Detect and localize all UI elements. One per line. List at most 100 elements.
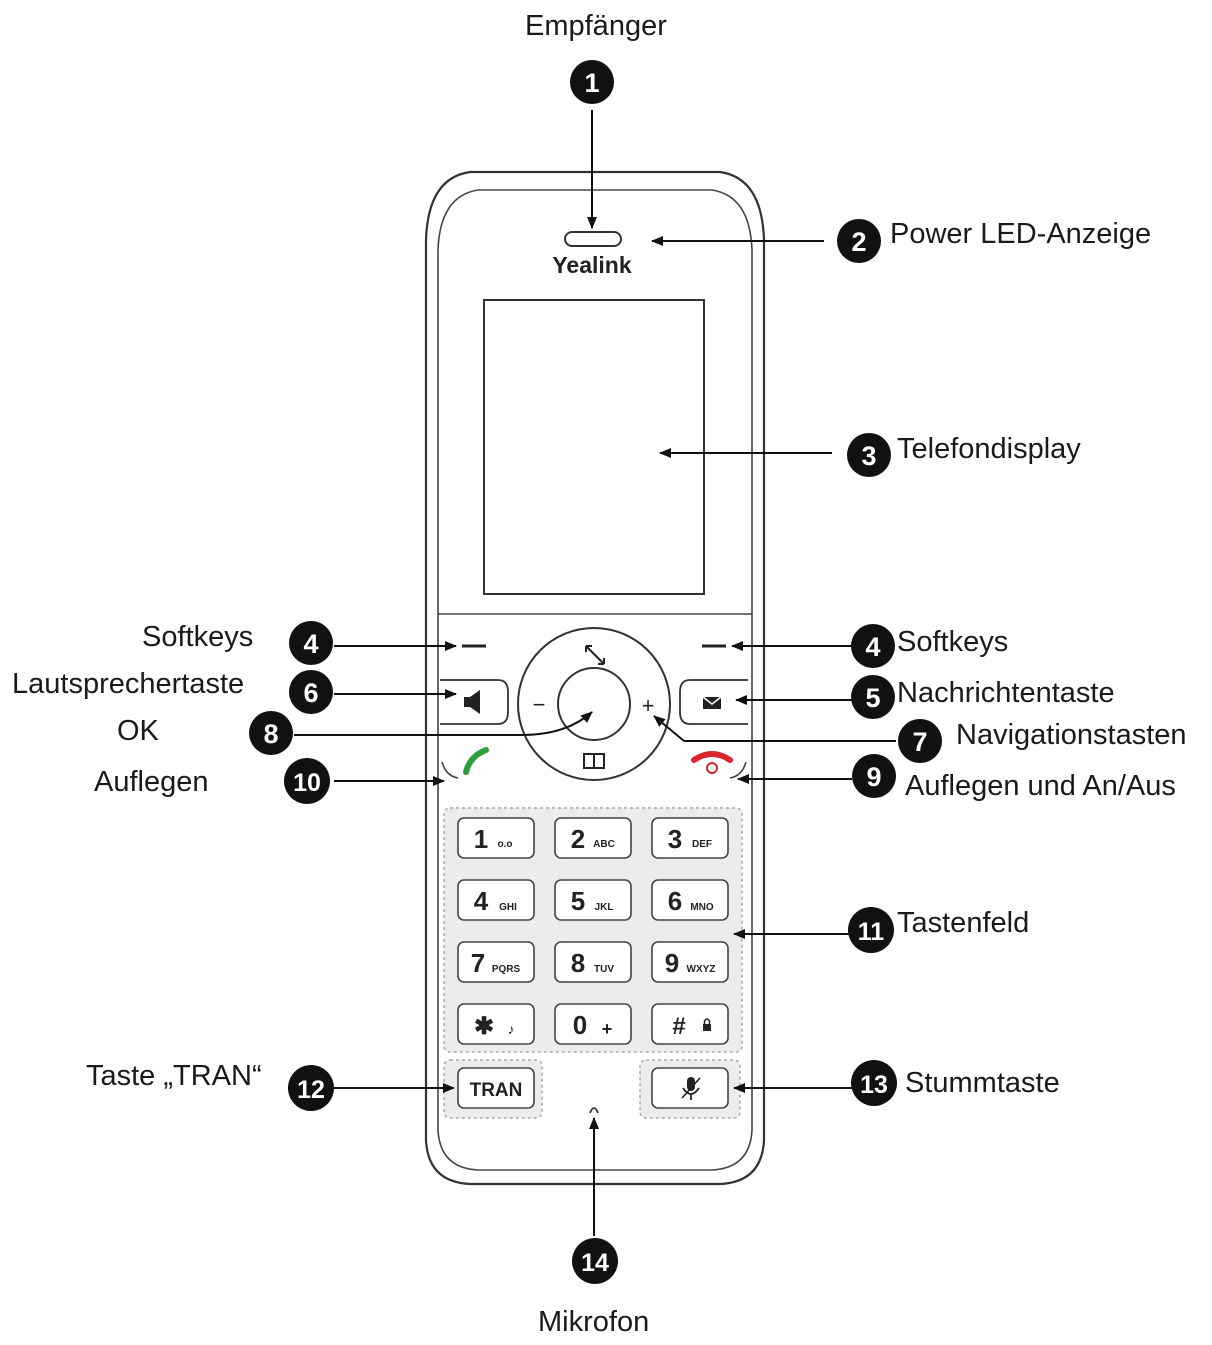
message-key[interactable]: [679, 679, 748, 725]
svg-text:5: 5: [571, 886, 585, 916]
svg-text:o.o: o.o: [498, 839, 513, 850]
speaker-icon: [464, 697, 470, 707]
key-2[interactable]: 2 ABC: [554, 817, 632, 859]
svg-text:14: 14: [581, 1249, 609, 1277]
svg-text:8: 8: [263, 719, 278, 749]
key-star[interactable]: ✱ ♪: [457, 1003, 535, 1045]
svg-text:ABC: ABC: [593, 839, 615, 850]
phone-display: [483, 299, 705, 595]
key-1[interactable]: 1 o.o: [457, 817, 535, 859]
tran-key[interactable]: TRAN: [457, 1067, 535, 1109]
svg-text:JKL: JKL: [595, 902, 614, 913]
nav-plus[interactable]: +: [642, 693, 655, 718]
svg-text:4: 4: [474, 886, 489, 916]
svg-text:9: 9: [866, 762, 881, 792]
label-ok: OK: [117, 715, 159, 747]
callout-4-right: 4: [851, 624, 895, 668]
label-navigationstasten: Navigationstasten: [956, 719, 1187, 751]
svg-text:2: 2: [571, 824, 585, 854]
key-9[interactable]: 9 WXYZ: [651, 941, 729, 983]
key-3[interactable]: 3 DEF: [651, 817, 729, 859]
callout-1: 1: [570, 60, 614, 104]
mute-key[interactable]: [651, 1067, 729, 1109]
collapse-arrows-icon: [585, 645, 605, 665]
call-key-icon[interactable]: [463, 747, 489, 775]
svg-text:✱: ✱: [474, 1013, 494, 1040]
svg-text:12: 12: [297, 1076, 325, 1104]
label-softkeys-right: Softkeys: [897, 626, 1009, 658]
callout-11: 11: [848, 907, 894, 953]
leader-lines: [294, 110, 896, 1236]
svg-text:#: #: [672, 1013, 685, 1040]
callout-5: 5: [851, 675, 895, 719]
svg-text:+: +: [602, 1019, 613, 1039]
key-0[interactable]: 0 +: [554, 1003, 632, 1045]
key-hash[interactable]: #: [651, 1003, 729, 1045]
callout-2: 2: [837, 219, 881, 263]
brand-logo: Yealink: [552, 252, 631, 278]
key-4[interactable]: 4 GHI: [457, 879, 535, 921]
callout-4-left: 4: [289, 621, 333, 665]
callout-3: 3: [847, 433, 891, 477]
callout-7: 7: [898, 719, 942, 763]
svg-text:7: 7: [912, 727, 927, 757]
label-stummtaste: Stummtaste: [905, 1067, 1060, 1099]
label-auflegen: Auflegen: [94, 766, 209, 798]
svg-text:6: 6: [303, 678, 318, 708]
key-7[interactable]: 7 PQRS: [457, 941, 535, 983]
receiver-slot: [564, 231, 622, 247]
key-8[interactable]: 8 TUV: [554, 941, 632, 983]
mute-microphone-icon: [681, 1077, 701, 1100]
label-power-led: Power LED-Anzeige: [890, 218, 1152, 250]
label-auflegen-anaus: Auflegen und An/Aus: [905, 770, 1176, 802]
svg-text:MNO: MNO: [690, 902, 714, 913]
label-lautsprechertaste: Lautsprechertaste: [12, 668, 245, 700]
svg-text:1: 1: [584, 68, 599, 98]
svg-text:3: 3: [861, 441, 876, 471]
label-softkeys-left: Softkeys: [142, 621, 254, 653]
svg-text:7: 7: [471, 948, 485, 978]
callout-14: 14: [572, 1238, 618, 1284]
key-6[interactable]: 6 MNO: [651, 879, 729, 921]
svg-text:0: 0: [573, 1010, 587, 1040]
svg-text:♪: ♪: [508, 1021, 515, 1037]
label-taste-tran: Taste „TRAN“: [86, 1060, 262, 1092]
callout-12: 12: [288, 1065, 334, 1111]
label-empfaenger: Empfänger: [525, 10, 667, 42]
svg-text:6: 6: [668, 886, 682, 916]
callout-6: 6: [289, 670, 333, 714]
svg-text:3: 3: [668, 824, 682, 854]
svg-text:2: 2: [851, 227, 866, 257]
label-telefondisplay: Telefondisplay: [897, 433, 1081, 465]
svg-text:TRAN: TRAN: [470, 1080, 523, 1101]
label-tastenfeld: Tastenfeld: [897, 907, 1030, 939]
svg-text:8: 8: [571, 948, 585, 978]
callout-9: 9: [852, 754, 896, 798]
svg-text:4: 4: [303, 629, 318, 659]
speaker-key[interactable]: [440, 679, 509, 725]
label-nachrichtentaste: Nachrichtentaste: [897, 677, 1115, 709]
svg-text:PQRS: PQRS: [492, 964, 521, 975]
svg-text:9: 9: [665, 948, 679, 978]
nav-minus[interactable]: −: [533, 692, 546, 717]
svg-text:4: 4: [865, 632, 880, 662]
svg-text:GHI: GHI: [499, 902, 517, 913]
lock-icon: [703, 1024, 711, 1031]
end-power-key-icon[interactable]: [691, 751, 733, 774]
svg-text:WXYZ: WXYZ: [687, 964, 716, 975]
navigation-keys[interactable]: − +: [517, 627, 671, 781]
callout-13: 13: [851, 1060, 897, 1106]
ok-key: [557, 667, 631, 741]
microphone-hole: [589, 1107, 599, 1114]
svg-text:1: 1: [474, 824, 488, 854]
label-mikrofon: Mikrofon: [538, 1306, 650, 1338]
phonebook-icon: [583, 753, 605, 769]
svg-text:DEF: DEF: [692, 839, 712, 850]
svg-text:10: 10: [293, 769, 321, 797]
keypad-area: [443, 807, 743, 1053]
svg-text:11: 11: [858, 918, 885, 946]
svg-text:13: 13: [860, 1071, 888, 1099]
key-5[interactable]: 5 JKL: [554, 879, 632, 921]
